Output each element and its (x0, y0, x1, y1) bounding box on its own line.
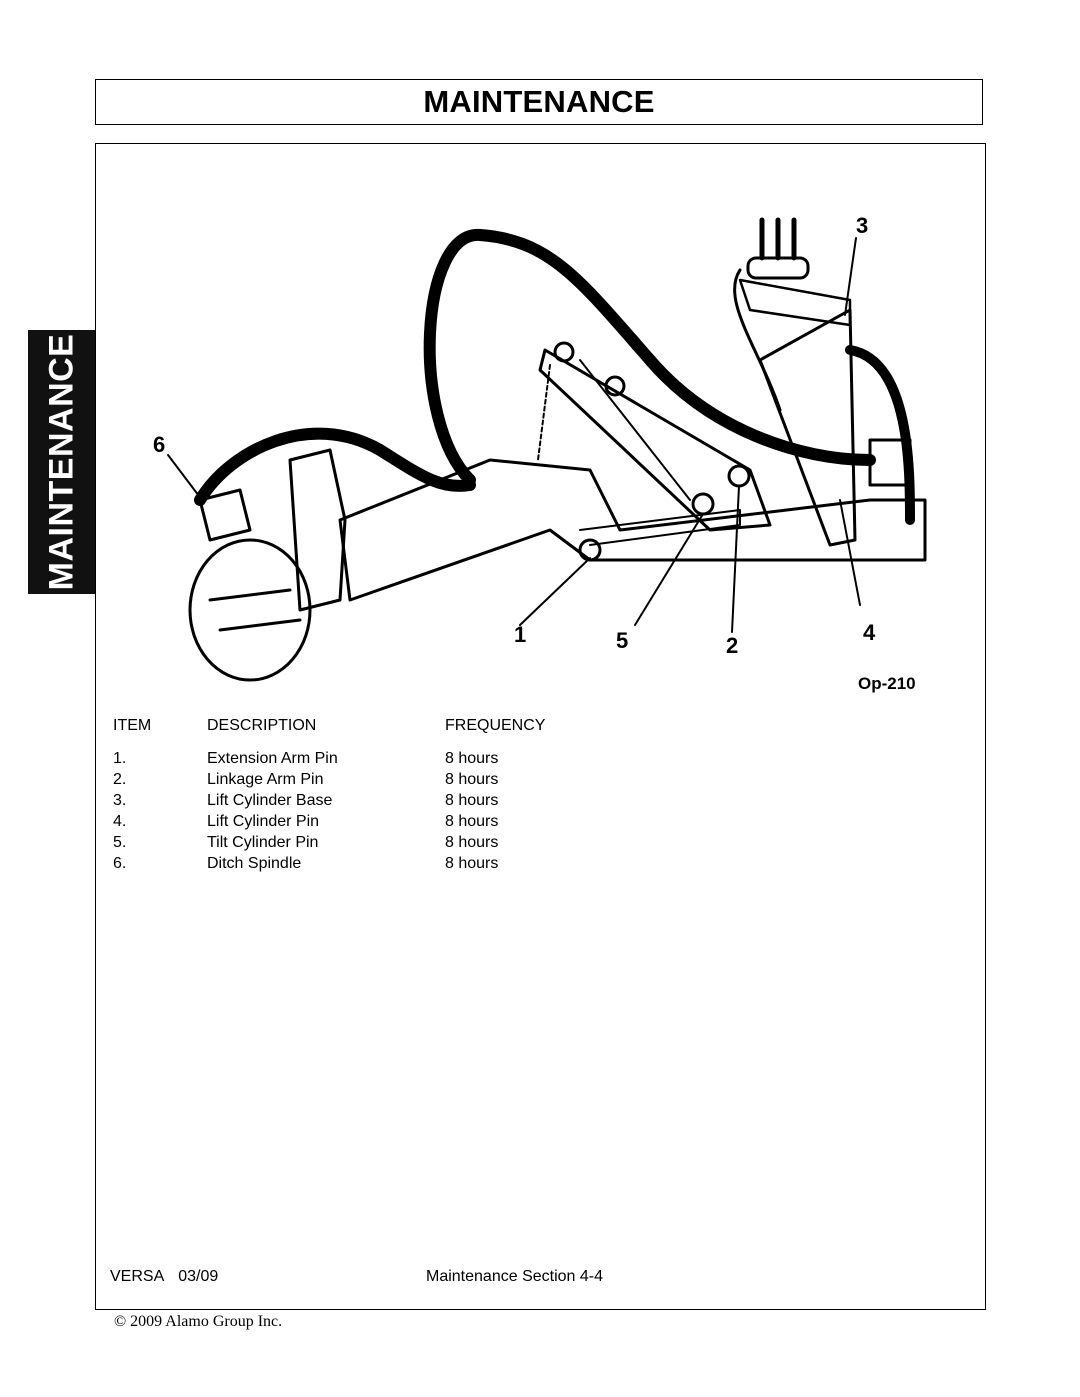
leader-4 (839, 499, 861, 606)
leader-6 (167, 454, 203, 501)
figure-id: Op-210 (858, 674, 916, 693)
footer-section: Maintenance Section 4-4 (426, 1268, 603, 1285)
row-frequency: 8 hours (445, 855, 499, 872)
lubrication-points-diagram: 1 5 2 4 3 6 Op-210 (153, 213, 927, 693)
leader-5 (634, 513, 704, 626)
pin-upper-b (604, 375, 626, 397)
row-description: Lift Cylinder Pin (207, 813, 320, 830)
section-side-tab: MAINTENANCE (28, 330, 95, 594)
control-valve (746, 256, 810, 280)
leader-3 (844, 237, 857, 316)
pin-5 (691, 492, 715, 516)
row-description: Lift Cylinder Base (207, 792, 333, 809)
table-row: 6. Ditch Spindle 8 hours (113, 855, 613, 876)
table-row: 1. Extension Arm Pin 8 hours (113, 750, 613, 771)
row-description: Tilt Cylinder Pin (207, 834, 319, 851)
leader-1 (519, 557, 591, 626)
callout-1: 1 (514, 622, 526, 647)
table-row: 5. Tilt Cylinder Pin 8 hours (113, 834, 613, 855)
header-frequency: FREQUENCY (445, 717, 546, 734)
row-item: 2. (113, 771, 127, 788)
row-item: 5. (113, 834, 127, 851)
callout-6: 6 (153, 432, 165, 457)
valve-bracket (738, 278, 852, 327)
linkage-arm (538, 348, 772, 532)
cylinder-fitting (868, 438, 912, 487)
pin-1 (578, 538, 602, 562)
row-description: Extension Arm Pin (207, 750, 338, 767)
boom-arm (338, 458, 927, 602)
content-frame (95, 143, 986, 1310)
table-header-row: ITEM DESCRIPTION FREQUENCY (113, 717, 613, 750)
header-item: ITEM (113, 717, 152, 734)
callout-4: 4 (863, 620, 876, 645)
row-frequency: 8 hours (445, 834, 499, 851)
hydraulic-hose-upper (423, 229, 876, 486)
table-row: 2. Linkage Arm Pin 8 hours (113, 771, 613, 792)
row-frequency: 8 hours (445, 792, 499, 809)
row-frequency: 8 hours (445, 771, 499, 788)
row-description: Linkage Arm Pin (207, 771, 324, 788)
row-item: 1. (113, 750, 127, 767)
footer-copyright: © 2009 Alamo Group Inc. (114, 1313, 283, 1330)
row-item: 3. (113, 792, 127, 809)
hydraulic-hose-right (845, 345, 915, 525)
footer-date: 03/09 (178, 1268, 219, 1285)
callout-3: 3 (856, 213, 868, 238)
table-row: 4. Lift Cylinder Pin 8 hours (113, 813, 613, 834)
footer-model-date: VERSA 03/09 (110, 1268, 218, 1286)
spindle-housing (288, 448, 347, 612)
pin-2 (727, 464, 751, 488)
callout-5: 5 (616, 628, 628, 653)
ditch-spindle (188, 538, 312, 682)
callout-2: 2 (726, 633, 738, 658)
table-row: 3. Lift Cylinder Base 8 hours (113, 792, 613, 813)
row-item: 6. (113, 855, 127, 872)
row-frequency: 8 hours (445, 750, 499, 767)
row-frequency: 8 hours (445, 813, 499, 830)
mast-plate (758, 308, 857, 547)
hydraulic-hose-lower (194, 427, 476, 506)
leader-2 (731, 485, 740, 633)
row-description: Ditch Spindle (207, 855, 302, 872)
page-title: MAINTENANCE (423, 84, 655, 119)
footer-model: VERSA (110, 1268, 165, 1285)
pin-upper-a (553, 341, 575, 363)
header-description: DESCRIPTION (207, 717, 317, 734)
page-title-box: MAINTENANCE (95, 79, 983, 125)
row-item: 4. (113, 813, 127, 830)
maintenance-schedule-table: ITEM DESCRIPTION FREQUENCY 1. Extension … (113, 717, 613, 876)
section-side-tab-label: MAINTENANCE (42, 333, 80, 591)
